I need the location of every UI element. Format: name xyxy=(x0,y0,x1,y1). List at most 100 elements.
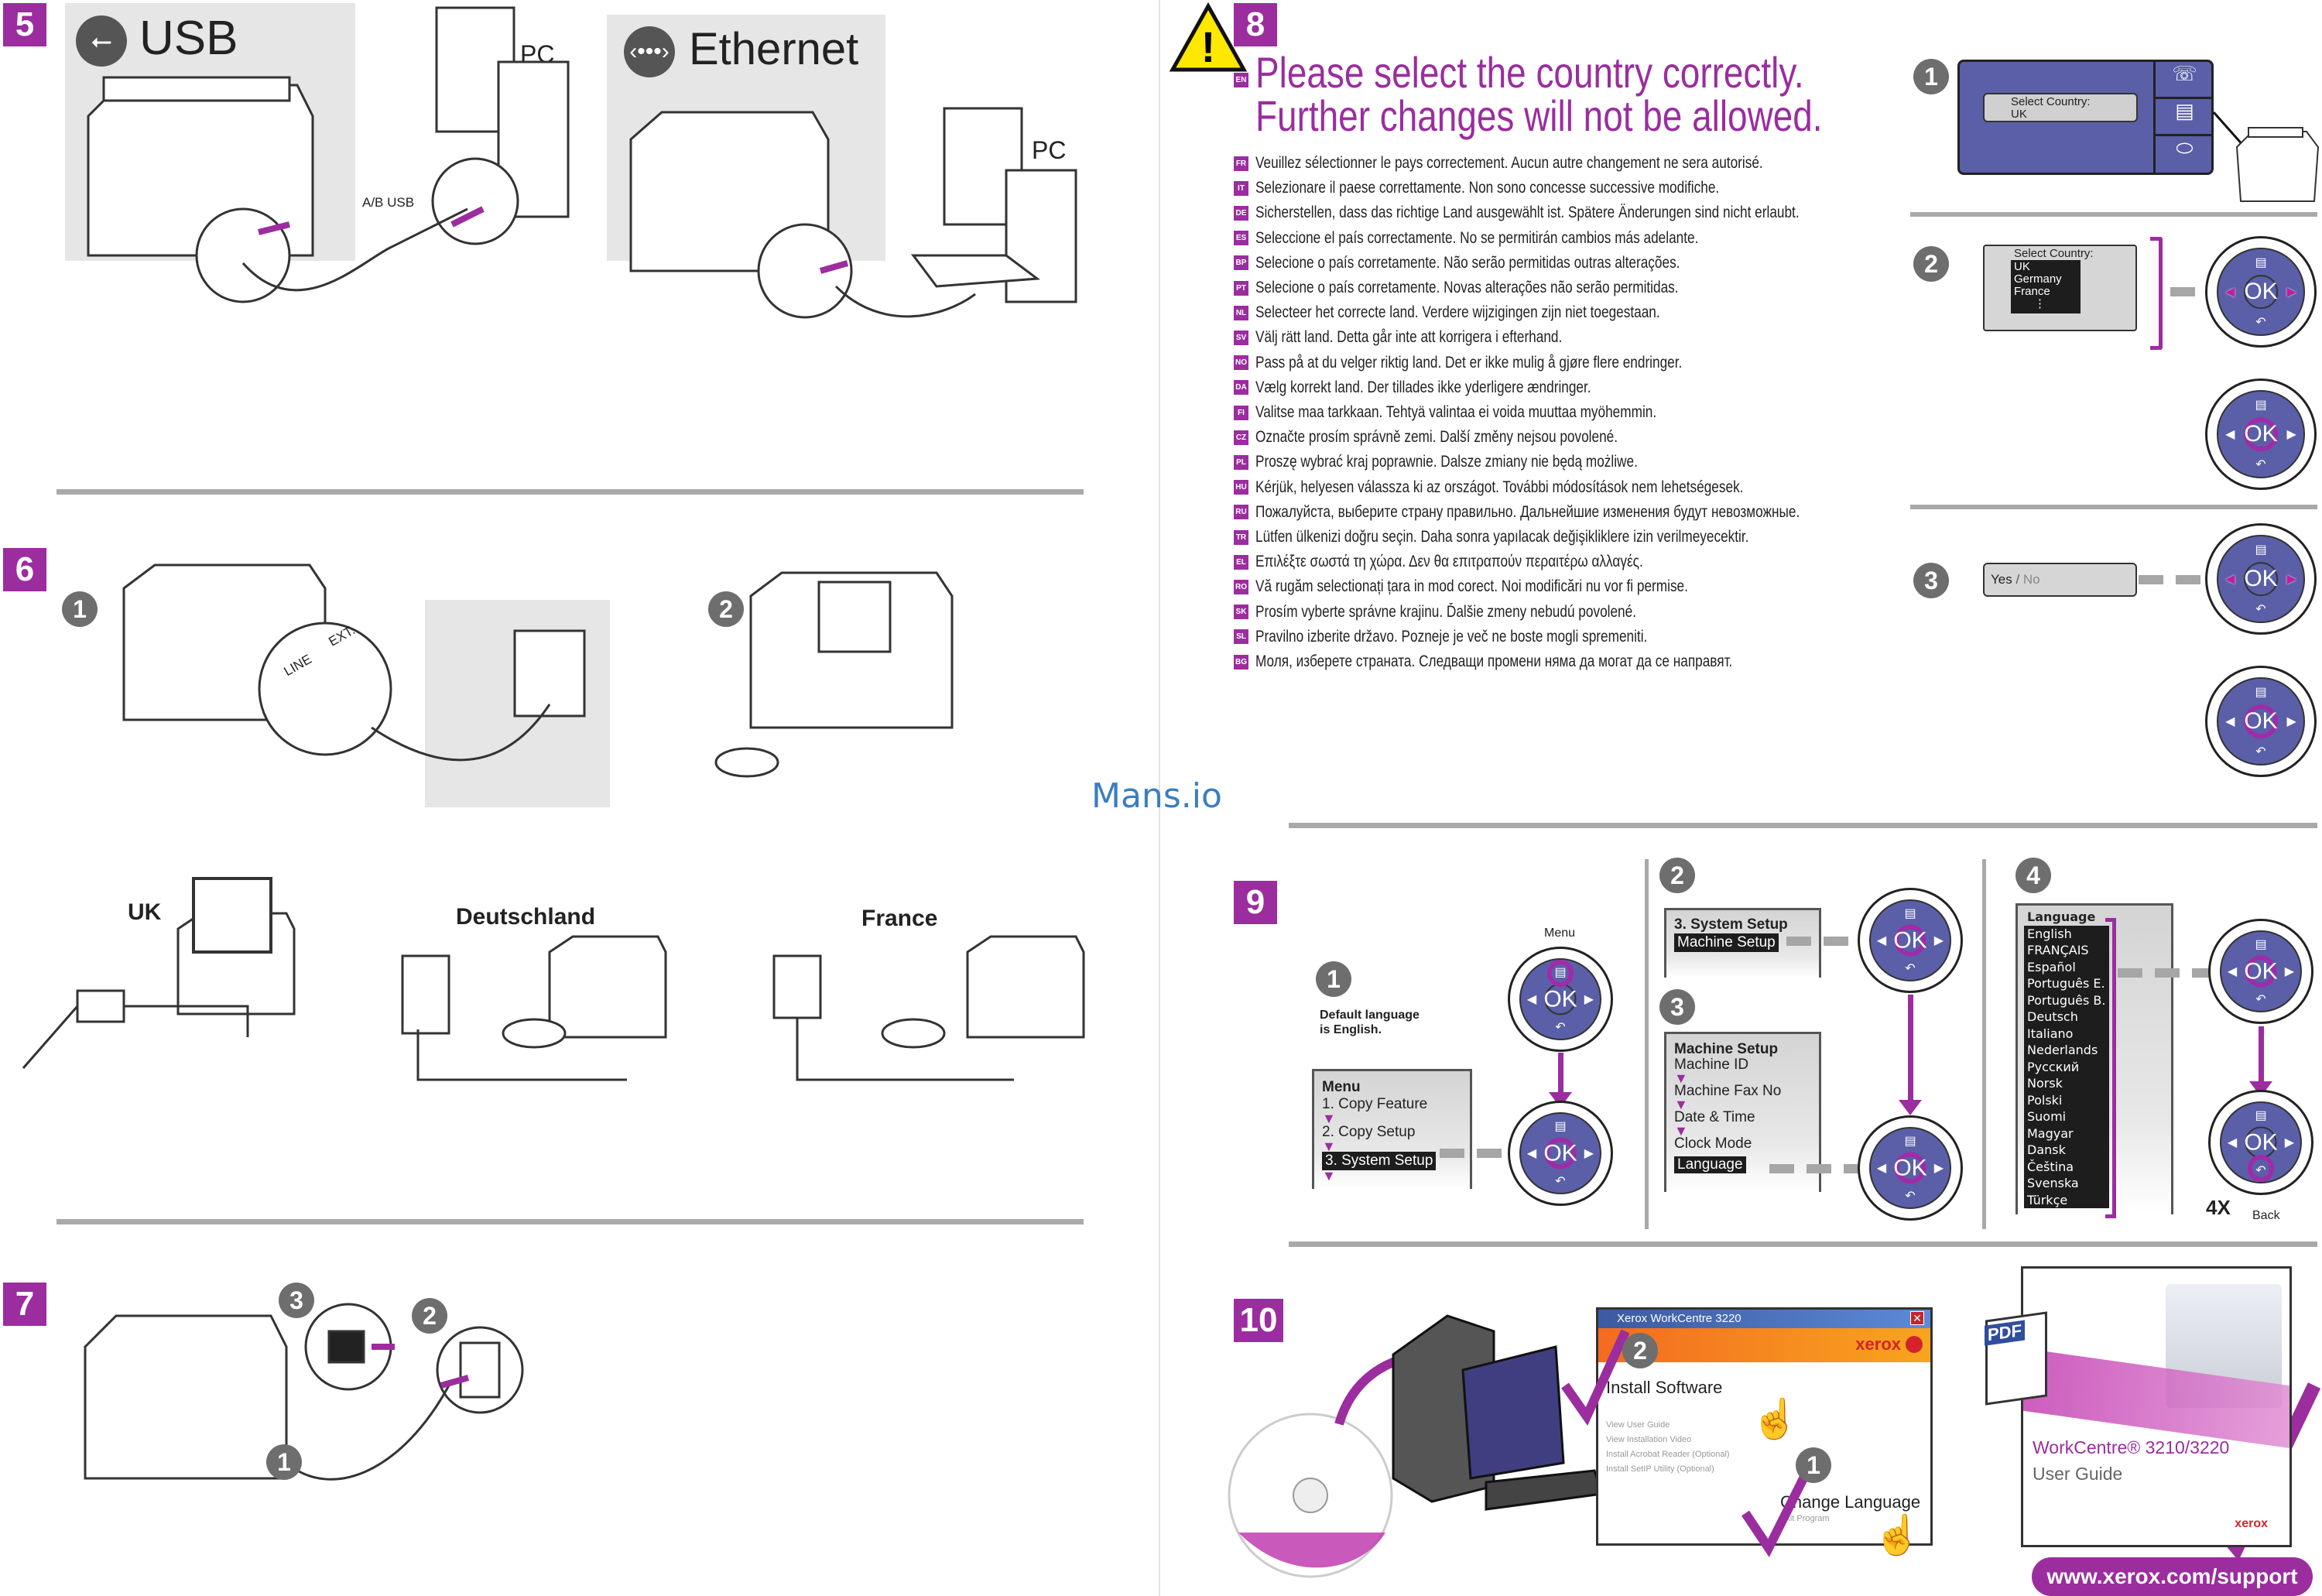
menu-icon[interactable]: ▤ xyxy=(2255,398,2267,412)
back-icon[interactable]: ↶ xyxy=(1905,1190,1916,1204)
navigation-dial[interactable]: ▤ ◀ ▶ ↶ OK xyxy=(2205,666,2317,777)
language-option[interactable]: Русский xyxy=(2027,1059,2080,1074)
navigation-dial[interactable]: ▤ ◀ ▶ ↶ OK xyxy=(1858,1115,1963,1221)
left-arrow-icon[interactable]: ◀ xyxy=(2225,286,2235,299)
right-arrow-icon[interactable]: ▶ xyxy=(1933,1162,1944,1175)
language-option[interactable]: Español xyxy=(2027,959,2076,974)
menu-icon[interactable]: ▤ xyxy=(1904,1134,1916,1148)
navigation-dial[interactable]: ▤ ◀ ▶ ↶ OK xyxy=(1858,888,1963,993)
back-icon[interactable]: ↶ xyxy=(2255,603,2266,617)
right-arrow-icon[interactable]: ▶ xyxy=(2286,286,2296,299)
install-acrobat-option[interactable]: Install Acrobat Reader (Optional) xyxy=(1606,1450,1730,1459)
ok-button[interactable]: OK xyxy=(1543,983,1577,1015)
yes-option[interactable]: Yes xyxy=(1991,572,2012,587)
ok-button[interactable]: OK xyxy=(2244,562,2278,596)
support-link[interactable]: www.xerox.com/support xyxy=(2032,1557,2313,1596)
country-option[interactable]: France xyxy=(2014,285,2050,298)
right-arrow-icon[interactable]: ▶ xyxy=(2284,1136,2295,1149)
ok-button[interactable]: OK xyxy=(1893,924,1927,957)
menu-icon[interactable]: ▤ xyxy=(2255,685,2267,699)
ok-button[interactable]: OK xyxy=(1893,1152,1927,1184)
menu-icon[interactable]: ▤ xyxy=(1904,906,1916,920)
language-option[interactable]: English xyxy=(2027,926,2072,941)
menu-item[interactable]: Date & Time xyxy=(1674,1109,1755,1125)
menu-item[interactable]: Machine Fax No xyxy=(1674,1083,1782,1099)
exit-program-option[interactable]: Exit Program xyxy=(1780,1514,1830,1523)
left-arrow-icon[interactable]: ◀ xyxy=(2227,965,2238,978)
navigation-dial[interactable]: ▤◀▶↶OK xyxy=(1508,947,1613,1052)
menu-item[interactable]: Clock Mode xyxy=(1674,1135,1752,1152)
navigation-dial[interactable]: ▤ ◀ ▶ ↶ OK xyxy=(2205,236,2317,348)
fax-icon[interactable]: ☏ xyxy=(2156,62,2214,99)
navigation-dial[interactable]: ▤ ◀ ▶ ↶ OK xyxy=(2205,523,2317,635)
menu-icon[interactable]: ▤ xyxy=(2255,543,2267,557)
right-arrow-icon[interactable]: ▶ xyxy=(1584,993,1594,1006)
no-option[interactable]: No xyxy=(2022,572,2040,587)
install-setip-option[interactable]: Install SetIP Utility (Optional) xyxy=(1606,1464,1714,1474)
ok-button[interactable]: OK xyxy=(1543,1137,1577,1170)
language-option[interactable]: Norsk xyxy=(2027,1076,2063,1091)
menu-icon[interactable]: ▤ xyxy=(2255,255,2267,269)
back-icon[interactable]: ↶ xyxy=(1555,1175,1566,1189)
back-icon[interactable]: ↶ xyxy=(2255,745,2266,759)
language-option[interactable]: Deutsch xyxy=(2027,1009,2078,1024)
right-arrow-icon[interactable]: ▶ xyxy=(1584,1147,1594,1160)
language-option[interactable]: Magyar xyxy=(2027,1125,2074,1141)
country-option[interactable]: UK xyxy=(2014,260,2030,273)
left-arrow-icon[interactable]: ◀ xyxy=(1526,993,1537,1006)
language-option[interactable]: Nederlands xyxy=(2027,1043,2098,1057)
back-icon[interactable]: ↶ xyxy=(2255,316,2266,330)
ok-button[interactable]: OK xyxy=(2244,417,2278,451)
ok-button[interactable]: OK xyxy=(2244,955,2278,988)
right-arrow-icon[interactable]: ▶ xyxy=(1933,934,1944,947)
menu-item-selected[interactable]: Machine Setup xyxy=(1674,933,1779,952)
ok-button[interactable]: OK xyxy=(2244,1126,2278,1159)
right-arrow-icon[interactable]: ▶ xyxy=(2286,428,2296,441)
navigation-dial[interactable]: ▤◀▶↶OK xyxy=(2208,1090,2313,1195)
right-arrow-icon[interactable]: ▶ xyxy=(2286,715,2296,728)
left-arrow-icon[interactable]: ◀ xyxy=(2225,715,2235,728)
menu-icon[interactable]: ▤ xyxy=(2255,1108,2267,1122)
close-icon[interactable]: ✕ xyxy=(1910,1311,1924,1325)
menu-item-selected[interactable]: Language xyxy=(1674,1156,1746,1173)
view-installation-video-option[interactable]: View Installation Video xyxy=(1606,1435,1692,1444)
left-arrow-icon[interactable]: ◀ xyxy=(2227,1136,2238,1149)
ok-button[interactable]: OK xyxy=(2244,704,2278,738)
left-arrow-icon[interactable]: ◀ xyxy=(2225,573,2235,586)
menu-item[interactable]: Machine ID xyxy=(1674,1057,1749,1073)
language-option[interactable]: Türkçe xyxy=(2027,1192,2068,1207)
navigation-dial[interactable]: ▤ ◀ ▶ ↶ OK xyxy=(2205,378,2317,490)
language-option[interactable]: FRANÇAIS xyxy=(2027,943,2089,957)
back-icon[interactable]: ↶ xyxy=(2255,993,2266,1007)
menu-item[interactable]: 2. Copy Setup xyxy=(1322,1124,1416,1140)
left-arrow-icon[interactable]: ◀ xyxy=(1526,1147,1537,1160)
back-icon[interactable]: ↶ xyxy=(1905,962,1916,976)
language-option[interactable]: Suomi xyxy=(2027,1109,2067,1124)
menu-icon[interactable]: ▤ xyxy=(2255,937,2267,951)
right-arrow-icon[interactable]: ▶ xyxy=(2284,965,2295,978)
scan-icon[interactable]: ⬭ xyxy=(2176,136,2194,159)
copy-icon[interactable]: ▤ xyxy=(2156,99,2214,136)
left-arrow-icon[interactable]: ◀ xyxy=(1876,934,1887,947)
language-option[interactable]: Svenska xyxy=(2027,1176,2079,1190)
menu-item-selected[interactable]: 3. System Setup xyxy=(1322,1152,1437,1170)
menu-icon[interactable]: ▤ xyxy=(1554,1119,1567,1133)
back-icon[interactable]: ↶ xyxy=(1555,1021,1566,1035)
left-arrow-icon[interactable]: ◀ xyxy=(2225,428,2235,441)
right-arrow-icon[interactable]: ▶ xyxy=(2286,573,2296,586)
language-option[interactable]: Polski xyxy=(2027,1092,2063,1108)
ok-button[interactable]: OK xyxy=(2244,275,2278,309)
back-icon[interactable]: ↶ xyxy=(2255,458,2266,472)
language-option[interactable]: Italiano xyxy=(2027,1026,2074,1041)
install-software-option[interactable]: Install Software xyxy=(1606,1378,1723,1397)
view-user-guide-option[interactable]: View User Guide xyxy=(1606,1420,1670,1430)
change-language-option[interactable]: Change Language xyxy=(1780,1492,1921,1512)
language-option[interactable]: Čeština xyxy=(2027,1159,2074,1174)
menu-item[interactable]: 1. Copy Feature xyxy=(1322,1096,1428,1112)
left-arrow-icon[interactable]: ◀ xyxy=(1876,1162,1887,1175)
language-option[interactable]: Português B. xyxy=(2027,992,2106,1008)
navigation-dial[interactable]: ▤ ◀ ▶ ↶ OK xyxy=(1508,1101,1613,1206)
navigation-dial[interactable]: ▤ ◀ ▶ ↶ OK xyxy=(2208,919,2313,1024)
language-option[interactable]: Dansk xyxy=(2027,1142,2066,1157)
language-option[interactable]: Português E. xyxy=(2027,976,2105,991)
